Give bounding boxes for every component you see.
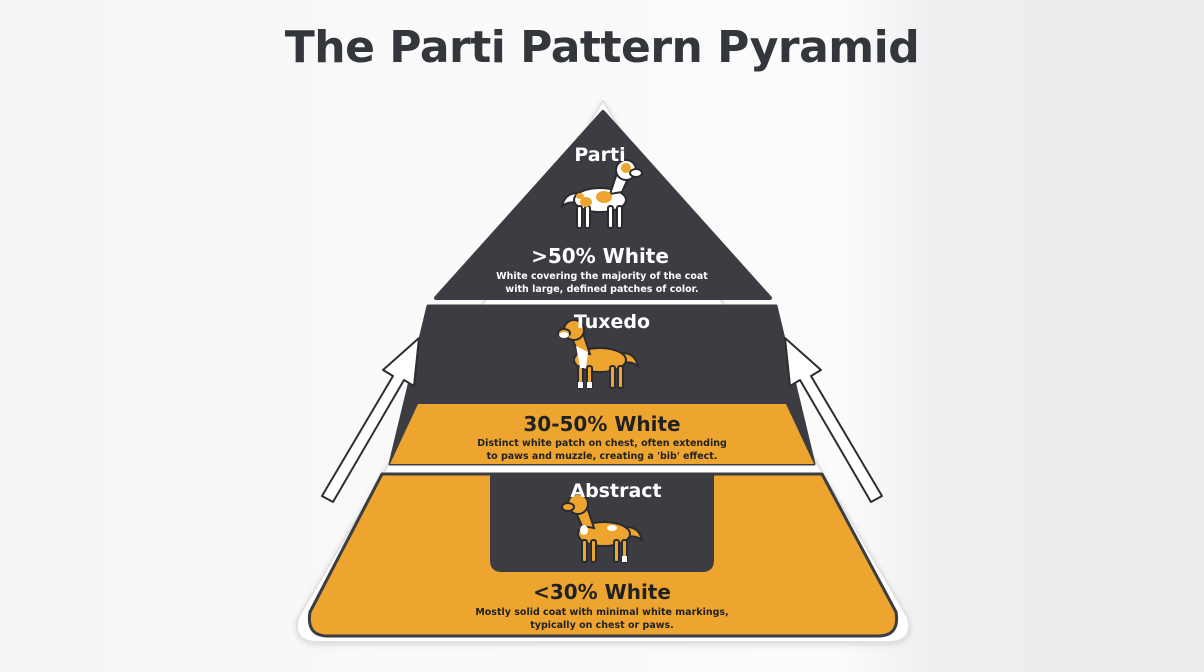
abstract-dog-icon [561, 493, 643, 563]
tier-parti-name: Parti [574, 144, 626, 166]
page-title: The Parti Pattern Pyramid [284, 22, 920, 73]
up-arrow-icon [321, 337, 420, 503]
tier-parti-description-line: with large, defined patches of color. [505, 284, 699, 295]
tier-abstract-percent: <30% White [533, 580, 671, 604]
tier-tuxedo-name: Tuxedo [573, 311, 651, 333]
tier-tuxedo-description: Distinct white patch on chest, often ext… [452, 437, 752, 463]
tier-tuxedo-band [390, 404, 814, 464]
tier-tuxedo-percent: 30-50% White [523, 412, 681, 436]
tuxedo-dog-icon [557, 319, 639, 389]
tier-parti-description-line: White covering the majority of the coat [496, 271, 708, 282]
tier-abstract-name: Abstract [570, 480, 662, 502]
tier-abstract-description-line: typically on chest or paws. [530, 620, 674, 631]
tier-abstract-description-line: Mostly solid coat with minimal white mar… [475, 607, 729, 618]
tier-abstract-description: Mostly solid coat with minimal white mar… [452, 606, 752, 632]
tier-parti-description: White covering the majority of the coat … [470, 270, 734, 296]
up-arrow-icon [784, 337, 883, 503]
tier-tuxedo-description-line: to paws and muzzle, creating a 'bib' eff… [486, 451, 718, 462]
parti-dog-icon [561, 159, 643, 229]
tier-tuxedo-description-line: Distinct white patch on chest, often ext… [477, 438, 727, 449]
tier-parti-percent: >50% White [531, 244, 669, 268]
